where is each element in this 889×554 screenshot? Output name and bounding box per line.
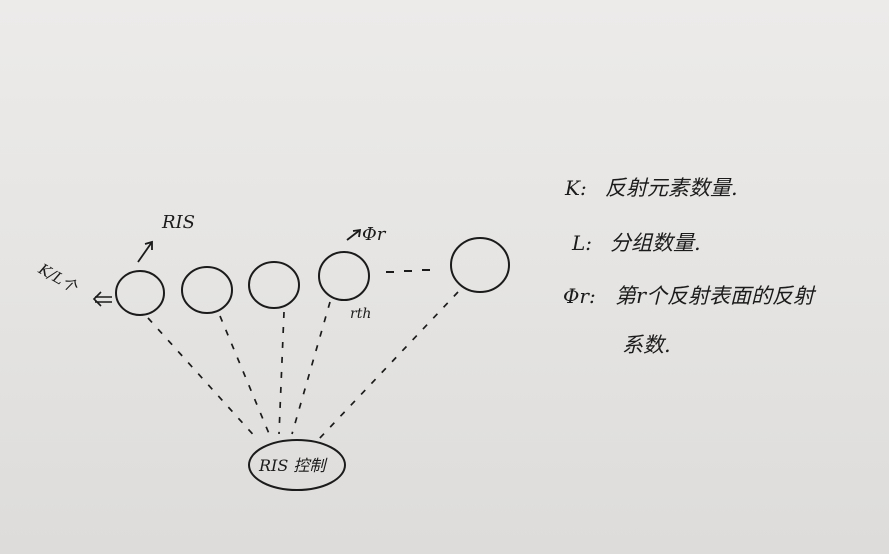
phi-arrow: [346, 228, 362, 241]
phi-label: Φr: [362, 224, 387, 245]
legend-text-l: 分组数量.: [610, 231, 701, 255]
legend: K: 反射元素数量. L: 分组数量. Φr: 第r个反射表面的反射 系数.: [563, 176, 817, 357]
ris-element-5: [450, 237, 510, 293]
control-links: [147, 291, 459, 441]
ris-label: RIS: [161, 212, 195, 233]
ris-element-1: [115, 270, 165, 316]
ris-controller: [248, 439, 346, 491]
legend-symbol-k: K:: [564, 176, 587, 200]
legend-text-phi: 第r个反射表面的反射: [615, 284, 817, 308]
ris-arrow: [137, 240, 153, 263]
legend-symbol-l: L:: [571, 231, 592, 255]
ris-element-3: [248, 261, 300, 309]
ris-element-2: [181, 266, 233, 314]
ris-element-4: [318, 251, 370, 301]
legend-text-phi-cont: 系数.: [622, 333, 671, 357]
legend-symbol-phi: Φr:: [563, 284, 596, 308]
ellipsis-dots: [386, 269, 430, 273]
k-over-l-label: K/L个: [35, 259, 82, 297]
legend-text-k: 反射元素数量.: [605, 176, 738, 200]
r-th-label: rth: [350, 306, 371, 322]
left-double-arrow: [92, 291, 112, 307]
controller-label: RIS 控制: [258, 456, 328, 475]
